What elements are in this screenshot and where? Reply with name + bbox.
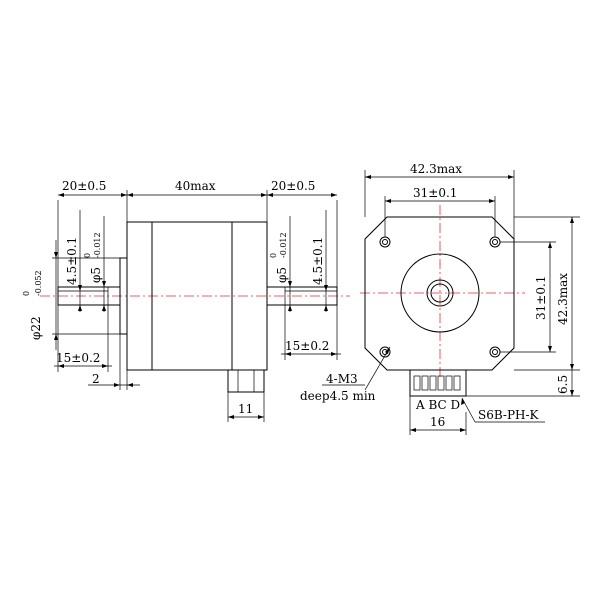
arrow [58, 193, 64, 197]
arrow [102, 364, 108, 368]
arrow [548, 346, 552, 352]
front-view: 42.3max 31±0.1 31±0.1 42.3max 6.5 4-M3 d… [300, 162, 580, 435]
arrow [121, 193, 127, 197]
arrow [127, 193, 133, 197]
left-shaft-dia-tol-lower: -0.012 [93, 232, 102, 258]
right-shaft-length-label: 20±0.5 [271, 179, 315, 193]
right-shaft-dia-tol-upper: 0 [269, 253, 278, 258]
left-flat-length-label: 15±0.2 [56, 351, 100, 365]
right-flat-length-label: 15±0.2 [285, 339, 329, 353]
arrow [114, 383, 120, 387]
connector-pins [413, 375, 461, 391]
arrow [570, 217, 574, 223]
arrow [548, 242, 552, 248]
connector-type-label: S6B-PH-K [478, 408, 540, 422]
mount-holes-label: 4-M3 [326, 372, 358, 386]
right-shaft [266, 286, 338, 306]
arrow [385, 347, 390, 354]
arrow [261, 193, 267, 197]
left-shaft-flat-label: 4.5±0.1 [65, 237, 79, 285]
motor-face [364, 216, 515, 371]
arrow [58, 364, 64, 368]
mount-depth-label: deep4.5 min [300, 389, 376, 403]
left-shaft-dia-label: φ5 [89, 267, 103, 283]
body-length-label: 40max [175, 179, 216, 193]
arrow [460, 428, 466, 432]
arrow [461, 398, 465, 405]
connector-pins-label: A BC D [415, 398, 460, 412]
arrow [410, 428, 416, 432]
hole-spacing-v-label: 31±0.1 [534, 276, 548, 320]
hole-spacing-h-label: 31±0.1 [413, 186, 457, 200]
arrow [267, 193, 273, 197]
arrow [102, 305, 106, 311]
arrow [570, 390, 574, 396]
arrow [508, 175, 514, 179]
side-view: 20±0.5 40max 20±0.5 φ22 0 -0.052 4.5±0.1… [22, 179, 350, 422]
arrow [78, 305, 82, 311]
arrow [285, 352, 291, 356]
right-shaft-flat-label: 4.5±0.1 [311, 237, 325, 285]
arrow [385, 199, 391, 203]
arrow [288, 305, 292, 311]
shaft-circle-outer [426, 279, 454, 307]
side-connector-width-label: 11 [238, 402, 253, 416]
boss-height-label: 2 [92, 372, 100, 386]
mount-hole-leader [364, 346, 391, 391]
shaft-circle-inner [430, 283, 450, 303]
boss-dia-tol-upper: 0 [22, 291, 31, 296]
boss-dia-label: φ22 [29, 316, 43, 340]
arrow [54, 252, 58, 258]
arrow [489, 199, 495, 203]
connector-offset-label: 6.5 [556, 375, 570, 394]
side-connector [227, 369, 265, 393]
arrow [78, 285, 82, 291]
arrow [258, 415, 264, 419]
boss-outer-circle [400, 253, 480, 333]
arrow [127, 383, 133, 387]
arrow [102, 281, 106, 287]
boss-dia-tol-lower: -0.052 [34, 270, 43, 296]
arrow [324, 305, 328, 311]
mount-hole [489, 236, 501, 248]
front-connector-width-label: 16 [430, 415, 445, 429]
left-shaft-length-label: 20±0.5 [62, 179, 106, 193]
arrow [54, 334, 58, 340]
overall-width-label: 42.3max [410, 162, 462, 176]
front-connector [409, 369, 467, 397]
mount-hole [379, 236, 391, 248]
arrow [570, 364, 574, 370]
right-shaft-dia-label: φ5 [275, 267, 289, 283]
right-shaft-dia-tol-lower: -0.012 [279, 232, 288, 258]
mount-hole [489, 346, 501, 358]
arrow [324, 285, 328, 291]
left-shaft-dia-tol-upper: 0 [83, 253, 92, 258]
arrow [365, 175, 371, 179]
arrow [228, 415, 234, 419]
left-shaft [57, 286, 121, 306]
arrow [288, 281, 292, 287]
arrow [331, 352, 337, 356]
overall-height-label: 42.3max [556, 273, 570, 325]
arrow [331, 193, 337, 197]
